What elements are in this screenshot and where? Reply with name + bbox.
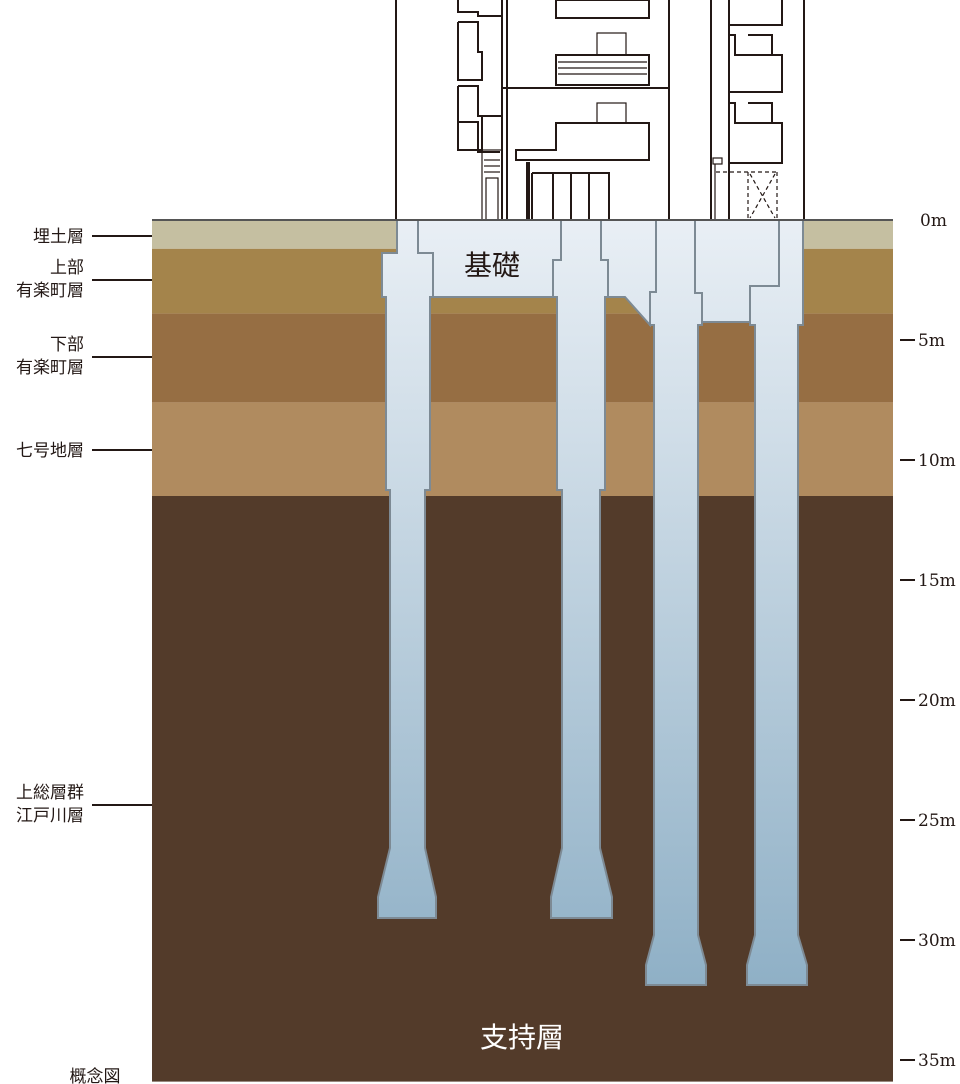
conceptual-diagram-note: 概念図 bbox=[70, 1066, 121, 1084]
layer-label: 有楽町層 bbox=[16, 358, 84, 378]
foundation-label: 基礎 bbox=[464, 249, 520, 282]
pile-2 bbox=[550, 219, 613, 919]
pile-1 bbox=[377, 219, 437, 919]
layer-label: 埋土層 bbox=[33, 227, 84, 247]
layer-label: 上部 bbox=[50, 258, 84, 278]
foundation-and-piles bbox=[152, 219, 893, 986]
depth-tick-label: 25m bbox=[918, 811, 956, 831]
depth-tick-label: 10m bbox=[918, 451, 956, 471]
depth-tick-label: 35m bbox=[918, 1051, 956, 1071]
depth-tick-label: 30m bbox=[918, 931, 956, 951]
layer-label: 下部 bbox=[50, 335, 84, 355]
layer-label: 七号地層 bbox=[16, 441, 84, 461]
bearing-layer-label: 支持層 bbox=[480, 1021, 564, 1054]
pile-3 bbox=[645, 219, 707, 986]
layer-label: 有楽町層 bbox=[16, 281, 84, 301]
building-elevation bbox=[395, 0, 805, 221]
depth-tick-label: 20m bbox=[918, 691, 956, 711]
depth-tick-label: 5m bbox=[918, 331, 945, 351]
pile-4 bbox=[746, 219, 808, 986]
layer-label: 江戸川層 bbox=[16, 806, 84, 826]
layer-label: 上総層群 bbox=[16, 783, 84, 803]
depth-scale: 0m 5m 10m 15m 20m 25m 30m 35m bbox=[900, 211, 956, 1071]
depth-tick-label: 0m bbox=[920, 211, 947, 231]
depth-tick-label: 15m bbox=[918, 571, 956, 591]
